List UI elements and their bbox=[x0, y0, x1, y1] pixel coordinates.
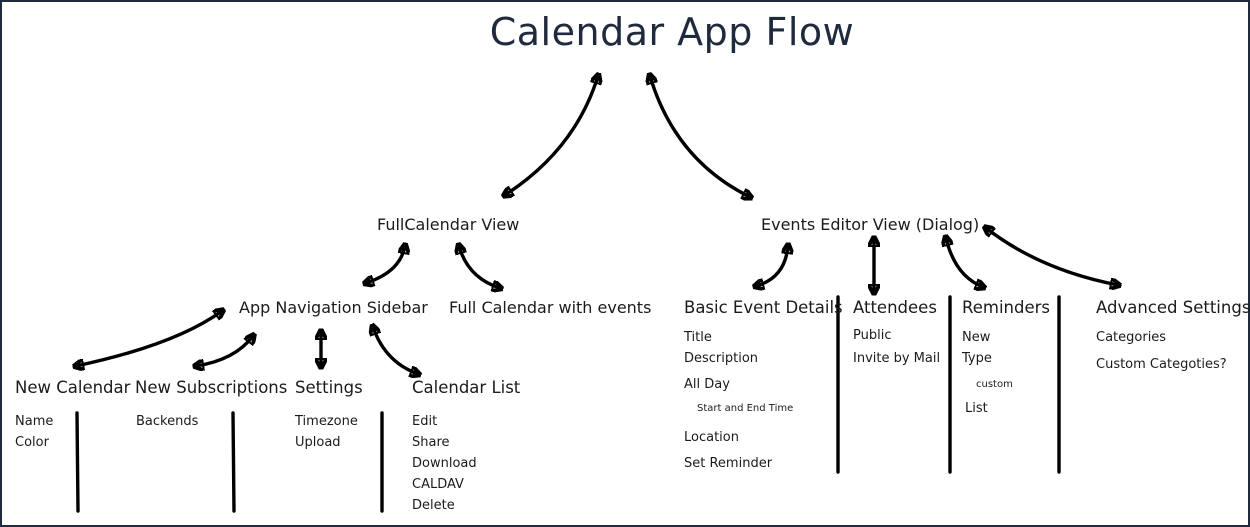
node-attendees: Attendees bbox=[853, 298, 937, 317]
list-item: Color bbox=[15, 435, 49, 450]
node-fullcalendar-view: FullCalendar View bbox=[377, 215, 520, 234]
list-item: Custom Categoties? bbox=[1096, 357, 1227, 372]
list-item: All Day bbox=[684, 377, 730, 392]
list-item: New bbox=[962, 330, 991, 345]
list-item: Set Reminder bbox=[684, 456, 773, 471]
list-item: Name bbox=[15, 414, 54, 429]
node-new-subscriptions: New Subscriptions bbox=[135, 378, 288, 397]
list-item: Categories bbox=[1096, 330, 1167, 345]
arrow-title-to-events-editor bbox=[650, 76, 750, 197]
list-item: custom bbox=[976, 379, 1013, 390]
node-new-calendar: New Calendar bbox=[15, 378, 131, 397]
arrow-editor-to-basic-details bbox=[756, 246, 788, 286]
list-item: Download bbox=[412, 456, 477, 471]
arrow-sidebar-to-new-subscriptions bbox=[196, 336, 253, 366]
arrow-fullcalendar-to-events bbox=[459, 246, 500, 288]
list-item: Description bbox=[684, 351, 759, 366]
list-item: Title bbox=[684, 330, 712, 345]
list-item: Invite by Mail bbox=[853, 351, 941, 366]
list-item: List bbox=[965, 401, 988, 416]
node-full-calendar-with-events: Full Calendar with events bbox=[449, 298, 652, 317]
list-item: Type bbox=[962, 351, 992, 366]
node-reminders: Reminders bbox=[962, 298, 1050, 317]
arrow-editor-to-reminders bbox=[946, 238, 983, 287]
list-item: Share bbox=[412, 435, 450, 450]
arrow-editor-to-advanced bbox=[986, 228, 1118, 285]
arrow-sidebar-to-calendar-list bbox=[373, 327, 418, 374]
divider-new-calendar bbox=[75, 411, 80, 513]
list-item: CALDAV bbox=[412, 477, 464, 492]
arrow-title-to-fullcalendar bbox=[505, 76, 598, 195]
list-item: Public bbox=[853, 328, 892, 343]
list-item: Timezone bbox=[295, 414, 358, 429]
node-basic-event-details: Basic Event Details bbox=[684, 298, 843, 317]
divider-new-subscriptions bbox=[231, 411, 236, 513]
list-item: Edit bbox=[412, 414, 438, 429]
arrow-sidebar-to-new-calendar bbox=[76, 311, 222, 366]
diagram-title: Calendar App Flow bbox=[489, 10, 855, 54]
list-item: Delete bbox=[412, 498, 455, 513]
node-calendar-list: Calendar List bbox=[412, 378, 521, 397]
node-advanced-settings: Advanced Settings bbox=[1096, 298, 1250, 317]
node-settings: Settings bbox=[295, 378, 363, 397]
node-events-editor-view: Events Editor View (Dialog) bbox=[761, 215, 980, 234]
list-item: Start and End Time bbox=[697, 403, 794, 414]
list-item: Location bbox=[684, 430, 739, 445]
list-item: Upload bbox=[295, 435, 341, 450]
node-app-navigation-sidebar: App Navigation Sidebar bbox=[239, 298, 428, 317]
arrow-fullcalendar-to-sidebar bbox=[366, 246, 405, 283]
list-item: Backends bbox=[136, 414, 199, 429]
